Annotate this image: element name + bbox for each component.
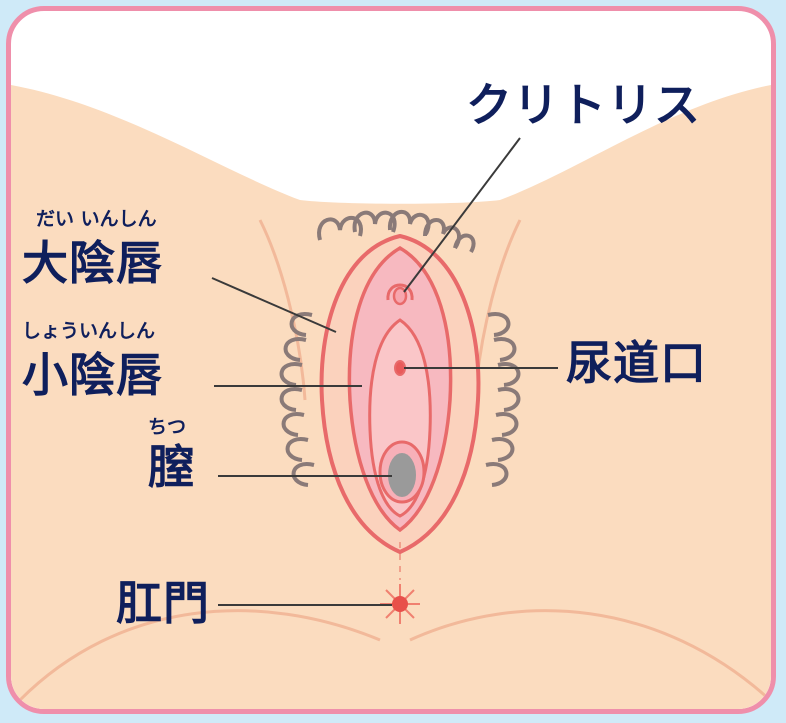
leader-clitoris bbox=[403, 137, 521, 293]
leader-labia-majora bbox=[211, 277, 337, 333]
crease-left bbox=[258, 219, 307, 401]
pubic-hair-left bbox=[279, 312, 315, 487]
label-urethra: 尿道口 bbox=[566, 336, 707, 390]
label-clitoris: クリトリス bbox=[466, 78, 701, 132]
leader-lines bbox=[211, 137, 558, 606]
pubic-hair-top bbox=[317, 209, 476, 253]
reading-vagina: ちつ bbox=[148, 416, 187, 438]
clitoral-hood bbox=[386, 283, 414, 301]
reading-labia-minora: しょういんしん bbox=[22, 320, 156, 342]
pubic-hair-right bbox=[485, 312, 521, 487]
label-anus: 肛門 bbox=[116, 576, 210, 630]
label-vagina: 膣 bbox=[148, 440, 195, 494]
urethra-dot bbox=[394, 360, 406, 376]
buttock-left bbox=[18, 609, 381, 702]
label-labia-minora: 小陰唇 bbox=[22, 348, 163, 402]
clitoris-dot bbox=[392, 286, 408, 306]
label-labia-majora: 大陰唇 bbox=[22, 236, 163, 290]
vaginal-opening bbox=[388, 453, 416, 497]
buttock-right bbox=[409, 609, 771, 702]
reading-labia-majora: だい いんしん bbox=[36, 208, 157, 230]
anus-dot bbox=[392, 596, 408, 612]
